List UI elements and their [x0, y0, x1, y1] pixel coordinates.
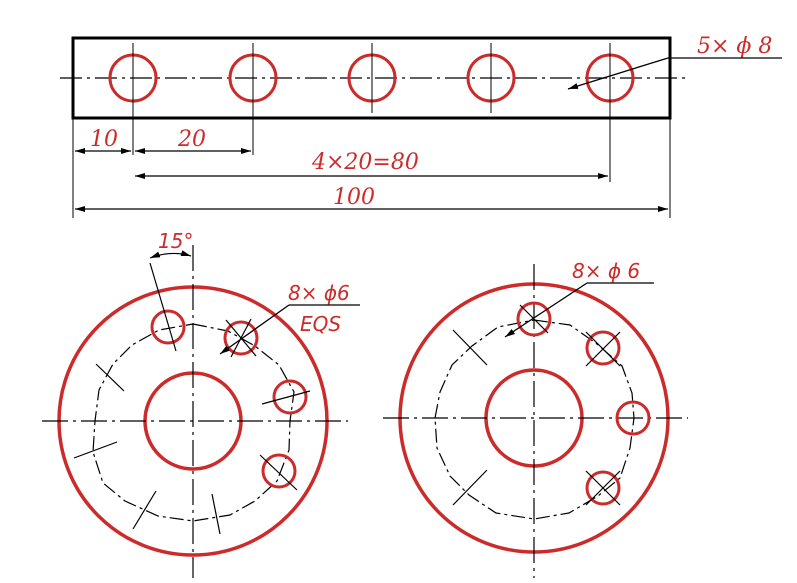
left-flange-eqs-note: EQS [300, 312, 341, 336]
right-flange-view: 8× ϕ 6 [383, 259, 688, 578]
right-bolt-hole-1 [516, 301, 552, 337]
perforated-plate-view: 5× ϕ 8 10 20 4×20=80 100 [60, 34, 782, 218]
right-flange-hole-leader [504, 282, 654, 338]
left-hole-position-mark [95, 363, 125, 392]
right-bolt-hole-3 [615, 400, 651, 436]
dimension-20-label: 20 [177, 127, 206, 152]
angle-dimension-arc [149, 250, 192, 259]
plate-hole-1 [108, 43, 158, 155]
right-flange-pitch-circle [434, 319, 635, 520]
right-flange-hole-callout: 8× ϕ 6 [572, 259, 640, 283]
plate-hole-callout: 5× ϕ 8 [697, 34, 772, 59]
right-bolt-hole-4 [585, 470, 621, 506]
left-flange-hole-callout: 8× ϕ6 [288, 281, 350, 305]
dimension-80-label: 4×20=80 [311, 150, 419, 175]
plate-hole-leader [567, 57, 782, 90]
left-flange-pitch-circle [92, 323, 295, 522]
right-hole-position-mark [452, 469, 488, 506]
plate-hole-4 [466, 43, 516, 113]
plate-hole-5 [585, 43, 635, 182]
left-bolt-hole-3 [261, 379, 311, 415]
dimension-100-label: 100 [333, 185, 375, 210]
left-bolt-hole-4 [259, 453, 298, 491]
angle-label: 15° [158, 229, 193, 253]
dimension-10-label: 10 [90, 127, 118, 152]
left-flange-hole-leader [219, 304, 360, 355]
left-bolt-hole-2 [223, 318, 259, 358]
plate-hole-2 [228, 43, 278, 155]
left-hole-position-mark [132, 490, 157, 530]
plate-hole-3 [347, 43, 397, 113]
right-hole-position-mark [452, 329, 488, 366]
left-hole-position-mark [73, 441, 118, 459]
left-hole-position-mark [211, 493, 221, 535]
left-flange-view: 15° 8× ϕ6 EQS [42, 229, 360, 578]
left-bolt-hole-1 [149, 262, 186, 352]
right-bolt-hole-2 [585, 330, 621, 367]
